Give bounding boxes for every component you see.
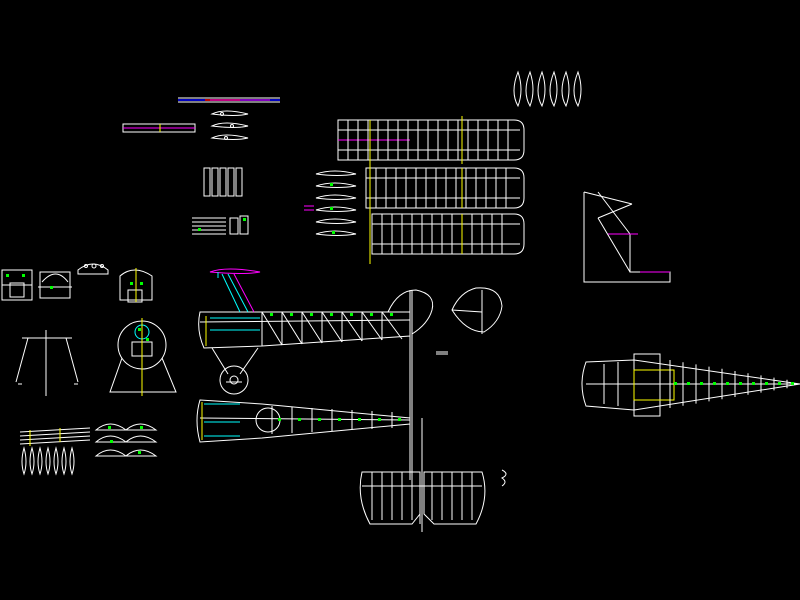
top-truss-marker [378,418,381,421]
aft-station-marker [752,382,755,385]
longerons-set [19,427,91,446]
cowl-ring-small [77,263,109,275]
spar-strip [122,123,196,133]
fin-bracket [583,191,671,283]
fuselage-truss [261,311,403,346]
cabane-outline [38,271,72,299]
top-truss-marker [278,418,281,421]
aft-station-marker [674,382,677,385]
top-truss-marker [398,418,401,421]
top-truss-marker [338,418,341,421]
engine-mount-box [1,269,33,301]
wingtip-rib-profiles [513,70,582,108]
truss-marker [350,313,353,316]
small-mark [436,351,448,355]
aft-fuselage-stations [669,360,794,408]
rib-profiles [21,446,75,476]
wing-spar-top-view [178,97,280,103]
aft-station-marker [700,382,703,385]
top-truss-marker [318,418,321,421]
truss-diagonal [301,311,323,344]
wing-bay-lines [347,120,509,254]
mid-rib-stack [304,170,357,236]
cabane-struts [209,268,261,313]
fuselage-bulkhead [119,268,153,303]
tail-fin [451,287,503,334]
lower-wing-panel [369,120,525,264]
landing-gear-side [211,347,259,395]
airfoil-ribs-stack [210,110,249,140]
aft-station-marker [726,382,729,385]
truss-diagonal [361,311,383,341]
truss-diagonal [281,311,303,345]
top-truss-marker [298,418,301,421]
truss-marker [290,313,293,316]
aft-station-marker [739,382,742,385]
tailplane-ribs [94,423,158,457]
truss-marker [270,313,273,316]
horizontal-slats [192,215,249,235]
aft-station-marker [791,382,794,385]
aft-station-marker [687,382,690,385]
truss-marker [330,313,333,316]
aft-station-marker [765,382,768,385]
truss-marker [390,313,393,316]
truss-marker [370,313,373,316]
vertical-slats [203,167,243,197]
truss-marker [310,313,313,316]
fuselage-side-view [198,289,434,480]
aft-fuselage-top [581,353,800,417]
top-truss-marker [358,418,361,421]
truss-diagonal [381,311,403,340]
truss-diagonal [261,311,283,346]
truss-diagonal [341,311,363,342]
aft-station-marker [778,382,781,385]
tailplane-ribs-lines [371,472,473,520]
upper-wing-panel [337,116,525,164]
aft-station-marker [713,382,716,385]
fuselage-top-truss [271,406,401,434]
landing-gear-front-view [15,330,79,396]
mid-wing-panel [365,167,525,209]
firewall-cone [109,318,177,396]
truss-diagonal [321,311,343,343]
